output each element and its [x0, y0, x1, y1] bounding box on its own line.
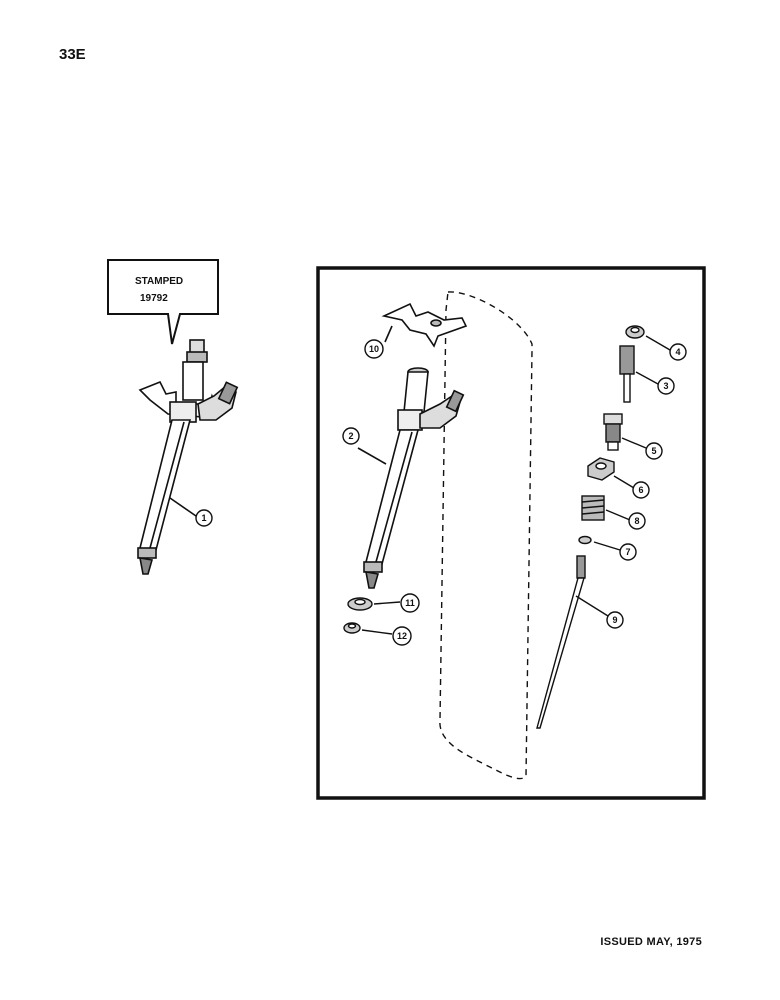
svg-text:2: 2	[348, 431, 353, 441]
hex-nut-illustration	[587, 457, 635, 489]
exploded-view-panel	[316, 266, 706, 800]
svg-text:9: 9	[612, 615, 617, 625]
dashed-group-outline	[439, 291, 533, 780]
part-label-2: 2	[342, 427, 360, 445]
part-label-8: 8	[628, 512, 646, 530]
page-code: 33E	[59, 46, 86, 63]
svg-text:3: 3	[663, 381, 668, 391]
svg-text:6: 6	[638, 485, 643, 495]
part-label-10: 10	[364, 339, 384, 359]
fitting-body-illustration	[603, 413, 647, 451]
stamped-callout: STAMPED 19792	[107, 259, 219, 345]
svg-text:12: 12	[397, 631, 407, 641]
part-label-6: 6	[632, 481, 650, 499]
callout-line-1: STAMPED	[135, 276, 183, 287]
part-label-3: 3	[657, 377, 675, 395]
part-label-1: 1	[195, 509, 213, 527]
washer-illustration	[578, 535, 621, 551]
issued-date: ISSUED MAY, 1975	[600, 936, 702, 948]
svg-text:4: 4	[675, 347, 680, 357]
callout-line-2: 19792	[140, 293, 168, 304]
svg-text:1: 1	[201, 513, 206, 523]
part-label-9: 9	[606, 611, 624, 629]
adjusting-screw-illustration	[619, 345, 659, 403]
svg-text:5: 5	[651, 446, 656, 456]
part-label-4: 4	[669, 343, 687, 361]
injector-assembly-illustration	[137, 339, 239, 575]
part-number-labels: 1 2 3 4 5 6 7 8 9 10 11 12	[195, 339, 687, 646]
injector-body-illustration	[357, 367, 465, 589]
part-label-12: 12	[392, 626, 412, 646]
sealing-washer-illustration	[347, 597, 401, 611]
svg-text:10: 10	[369, 344, 379, 354]
part-label-11: 11	[400, 593, 420, 613]
svg-text:8: 8	[634, 516, 639, 526]
part-label-5: 5	[645, 442, 663, 460]
svg-text:7: 7	[625, 547, 630, 557]
part-label-7: 7	[619, 543, 637, 561]
bracket-illustration	[381, 302, 468, 348]
heat-shield-washer-illustration	[343, 622, 393, 635]
spring-illustration	[581, 495, 631, 521]
spindle-illustration	[536, 555, 609, 729]
small-nut-illustration	[625, 325, 671, 351]
svg-text:11: 11	[405, 598, 415, 608]
